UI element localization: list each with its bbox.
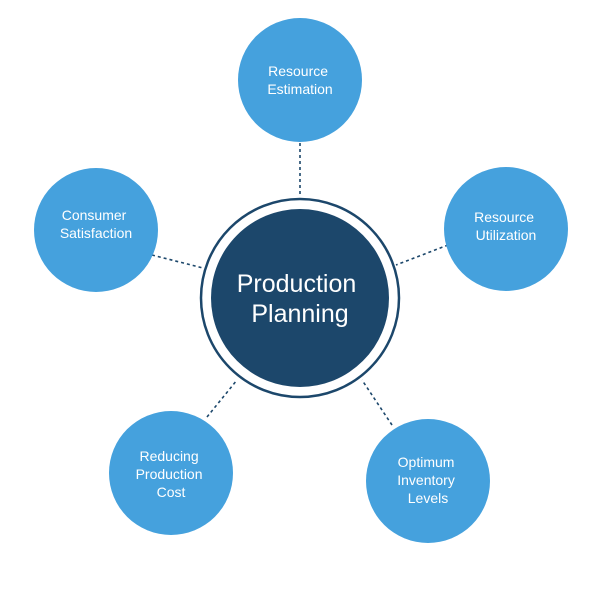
node-circle	[238, 18, 362, 142]
node-label-line: Utilization	[476, 227, 537, 243]
node-label: Resource Estimation	[267, 63, 332, 97]
connectors	[151, 143, 449, 426]
node-optimum-inventory-levels: Optimum Inventory Levels	[366, 419, 490, 543]
connector-optimum-inventory-levels	[361, 379, 393, 426]
node-label-line: Estimation	[267, 81, 332, 97]
center-title-line: Production	[237, 270, 357, 298]
node-label-line: Consumer	[62, 207, 127, 223]
node-reducing-production-cost: Reducing Production Cost	[109, 411, 233, 535]
node-label-line: Levels	[408, 490, 448, 506]
connector-consumer-satisfaction	[151, 254, 204, 269]
node-label-line: Resource	[268, 63, 328, 79]
node-label-line: Inventory	[397, 472, 455, 488]
node-label: Reducing Production Cost	[136, 448, 207, 500]
center-title-line: Planning	[251, 300, 348, 328]
node-label-line: Resource	[474, 209, 534, 225]
node-circle	[366, 419, 490, 543]
node-resource-estimation: Resource Estimation	[238, 18, 362, 142]
center-title: Production Planning	[237, 270, 363, 328]
node-consumer-satisfaction: Consumer Satisfaction	[34, 168, 158, 292]
center-circle	[211, 209, 389, 387]
node-label-line: Reducing	[139, 448, 198, 464]
node-label-line: Satisfaction	[60, 225, 132, 241]
node-label: Consumer Satisfaction	[60, 207, 132, 241]
node-label: Optimum Inventory Levels	[397, 454, 458, 506]
node-circle	[444, 167, 568, 291]
node-label-line: Production	[136, 466, 203, 482]
node-circle	[109, 411, 233, 535]
connector-reducing-production-cost	[206, 379, 238, 418]
node-resource-utilization: Resource Utilization	[444, 167, 568, 291]
node-label-line: Cost	[157, 484, 186, 500]
node-circle	[34, 168, 158, 292]
connector-resource-utilization	[395, 244, 449, 266]
node-label: Resource Utilization	[474, 209, 538, 243]
node-label-line: Optimum	[398, 454, 455, 470]
center-node: Production Planning	[199, 197, 401, 399]
